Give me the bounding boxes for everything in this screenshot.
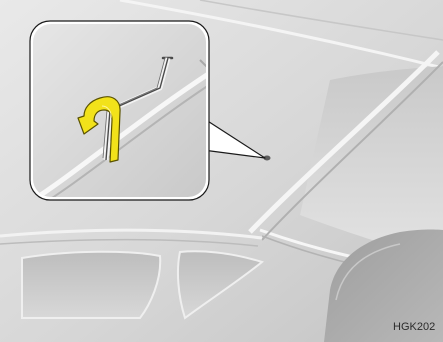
detail-inset xyxy=(30,21,232,210)
rear-window-left xyxy=(22,252,160,318)
figure-code-label: HGK202 xyxy=(393,321,435,333)
